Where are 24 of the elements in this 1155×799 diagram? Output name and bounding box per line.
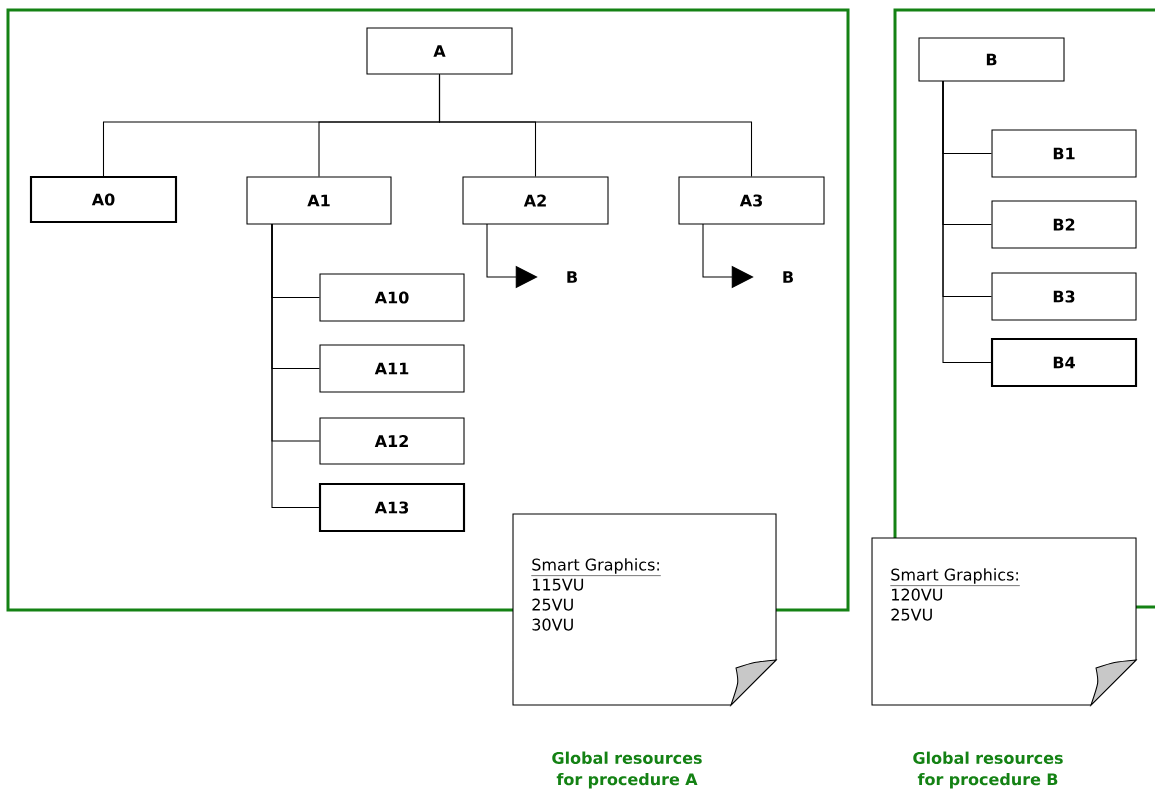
tree-box: B3 xyxy=(991,272,1137,321)
tree-box: B4 xyxy=(990,337,1138,388)
tree-box: A xyxy=(366,27,513,75)
tree-box: A13 xyxy=(318,482,466,533)
note-sheet: Smart Graphics: 115VU 25VU 30VU xyxy=(512,513,777,706)
text-label: B xyxy=(778,268,798,286)
tree-box: B xyxy=(918,37,1065,82)
tree-box: A11 xyxy=(319,344,465,393)
tree-box: A2 xyxy=(462,176,609,225)
tree-box: B2 xyxy=(991,200,1137,249)
connector-line xyxy=(942,80,992,364)
frame xyxy=(6,8,850,612)
node-label: Global resources for procedure A xyxy=(552,751,702,789)
connector-line xyxy=(271,223,320,509)
tree-box: A3 xyxy=(678,176,825,225)
tree-box: A10 xyxy=(319,273,465,322)
tree-box: A1 xyxy=(246,176,392,225)
text-label: B xyxy=(562,268,582,286)
tree-box: A12 xyxy=(319,417,465,465)
node-label: Global resources for procedure B xyxy=(913,751,1063,789)
connector-line xyxy=(438,74,753,177)
tree-box: A0 xyxy=(29,175,178,224)
note-sheet: Smart Graphics: 120VU 25VU xyxy=(871,537,1137,706)
tree-box: B1 xyxy=(991,129,1137,178)
